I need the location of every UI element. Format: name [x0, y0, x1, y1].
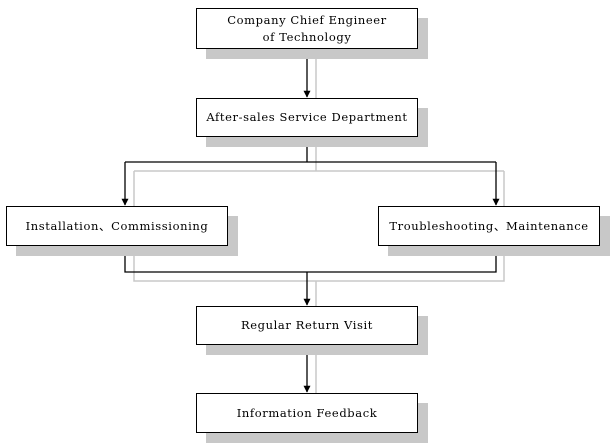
node-troubleshooting-maintenance: Troubleshooting、Maintenance: [378, 206, 600, 246]
node-troubleshooting-label: Troubleshooting、Maintenance: [389, 218, 589, 233]
node-chief-engineer-text: Company Chief Engineer of Technology: [227, 12, 387, 46]
node-information-feedback: Information Feedback: [196, 393, 418, 433]
node-after-sales-department: After-sales Service Department: [196, 98, 418, 137]
node-chief-engineer-line-1: Company Chief Engineer: [227, 12, 387, 27]
edge-shadow-merge: [133, 256, 505, 282]
node-chief-engineer-line-2: of Technology: [262, 29, 352, 44]
connector-lines: [121, 49, 500, 393]
connector-shadows: [130, 51, 508, 401]
node-installation-label: Installation、Commissioning: [25, 218, 209, 233]
edge-shadow-aftersales-split: [134, 139, 504, 172]
node-after-sales-label: After-sales Service Department: [206, 110, 408, 124]
node-return-visit-label: Regular Return Visit: [241, 318, 373, 332]
node-feedback-label: Information Feedback: [236, 405, 378, 420]
node-chief-engineer: Company Chief Engineer of Technology: [196, 8, 418, 49]
node-installation-commissioning: Installation、Commissioning: [6, 206, 228, 246]
edge-merge: [124, 246, 497, 273]
node-regular-return-visit: Regular Return Visit: [196, 306, 418, 345]
edge-aftersales-split: [125, 137, 496, 163]
